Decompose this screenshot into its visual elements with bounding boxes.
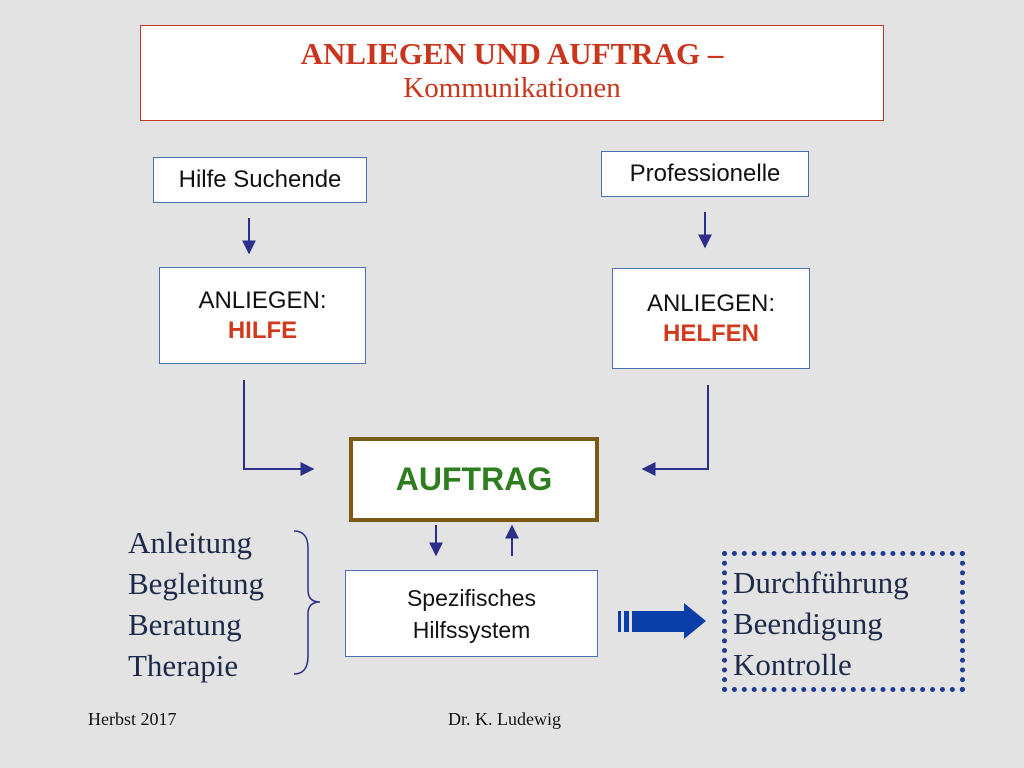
arrow-right-to-auftrag — [641, 385, 709, 476]
list-item: Anleitung — [128, 525, 252, 560]
big-arrow-icon — [618, 603, 706, 639]
anliegen-left-label: ANLIEGEN: — [198, 286, 327, 314]
curly-brace-icon — [293, 530, 321, 675]
hilfssystem-line2: Hilfssystem — [412, 616, 531, 643]
left-list: Anleitung Begleitung Beratung Therapie — [128, 522, 264, 686]
page-title: ANLIEGEN UND AUFTRAG – — [300, 36, 724, 71]
footer-date: Herbst 2017 — [88, 709, 177, 729]
hilfe-suchende-box: Hilfe Suchende — [153, 157, 367, 203]
dotted-box — [722, 551, 965, 692]
list-item: Durchführung — [733, 565, 909, 600]
title-box: ANLIEGEN UND AUFTRAG – Kommunikationen — [140, 25, 884, 121]
hilfssystem-line1: Spezifisches — [406, 584, 537, 611]
list-item: Therapie — [128, 648, 239, 683]
footer-author: Dr. K. Ludewig — [448, 709, 561, 729]
arrow-left-to-auftrag — [243, 380, 315, 476]
professionelle-label: Professionelle — [629, 160, 781, 187]
hilfe-suchende-label: Hilfe Suchende — [178, 166, 342, 193]
list-item: Kontrolle — [733, 647, 852, 682]
anliegen-right-label: ANLIEGEN: — [646, 289, 776, 317]
list-item: Beratung — [128, 607, 242, 642]
anliegen-right-value: HELFEN — [663, 319, 759, 347]
list-item: Begleitung — [128, 566, 265, 601]
professionelle-box: Professionelle — [601, 151, 809, 197]
list-item: Beendigung — [733, 606, 883, 641]
anliegen-left-value: HILFE — [227, 316, 298, 344]
auftrag-box: AUFTRAG — [349, 437, 599, 522]
right-list: Durchführung Beendigung Kontrolle — [733, 562, 909, 685]
anliegen-hilfe-box: ANLIEGEN: HILFE — [159, 267, 366, 364]
auftrag-label: AUFTRAG — [395, 461, 553, 497]
hilfssystem-box: Spezifisches Hilfssystem — [345, 570, 598, 657]
anliegen-helfen-box: ANLIEGEN: HELFEN — [612, 268, 810, 369]
page-subtitle: Kommunikationen — [403, 72, 621, 104]
